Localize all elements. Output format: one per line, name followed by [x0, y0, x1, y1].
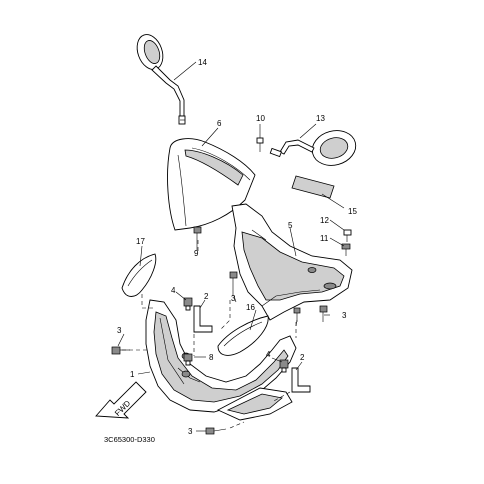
diagram-code: 3C65300-D330	[104, 435, 155, 444]
callout-4-left: 4	[171, 286, 176, 295]
bolt-9	[193, 226, 202, 240]
decal-15	[291, 175, 335, 199]
bracket-2-right	[291, 367, 311, 393]
callout-3-left: 3	[117, 326, 122, 335]
callout-3-middle: 3	[231, 294, 236, 303]
callout-8: 8	[209, 353, 214, 362]
callout-5: 5	[288, 221, 293, 230]
callout-16: 16	[246, 303, 255, 312]
bolt-12	[343, 229, 352, 242]
bolt-3-right	[319, 305, 328, 322]
callout-12: 12	[320, 216, 329, 225]
clip-nut-4-right	[279, 359, 289, 373]
handlebar-rear-cover	[231, 203, 353, 321]
center-lens-16	[217, 315, 269, 356]
clip-nut-4-left	[183, 297, 193, 311]
bolt-3-bottom	[205, 427, 227, 435]
fwd-direction-arrow: FWD	[95, 381, 147, 419]
bolt-3-left	[111, 346, 130, 355]
callout-3-right: 3	[342, 311, 347, 320]
screw-7	[293, 307, 301, 322]
bolt-11	[341, 243, 351, 256]
callout-2-left: 2	[204, 292, 209, 301]
callout-2-right: 2	[300, 353, 305, 362]
callout-13: 13	[316, 114, 325, 123]
callout-11: 11	[320, 234, 329, 243]
side-lens-17	[121, 253, 157, 297]
bolt-vertical	[229, 271, 238, 296]
callout-labels: 14 6 10 13 15 12 11 5 9 17 4 2 3 16 3 3 …	[117, 58, 357, 436]
bolt-10	[256, 137, 264, 152]
callout-17: 17	[136, 237, 145, 246]
left-mirror	[136, 34, 186, 125]
leader-lines	[117, 61, 345, 432]
bracket-2-left	[193, 305, 213, 333]
clip-nut-8	[183, 353, 193, 366]
callout-10: 10	[256, 114, 265, 123]
callout-4-right: 4	[266, 350, 271, 359]
assembly-guides	[122, 240, 297, 429]
callout-6: 6	[217, 119, 222, 128]
callout-3-bottom: 3	[188, 427, 193, 436]
callout-14: 14	[198, 58, 207, 67]
callout-9: 9	[194, 249, 199, 258]
right-mirror	[269, 130, 357, 166]
lower-skirt	[216, 387, 293, 421]
callout-15: 15	[348, 207, 357, 216]
callout-1: 1	[130, 370, 135, 379]
